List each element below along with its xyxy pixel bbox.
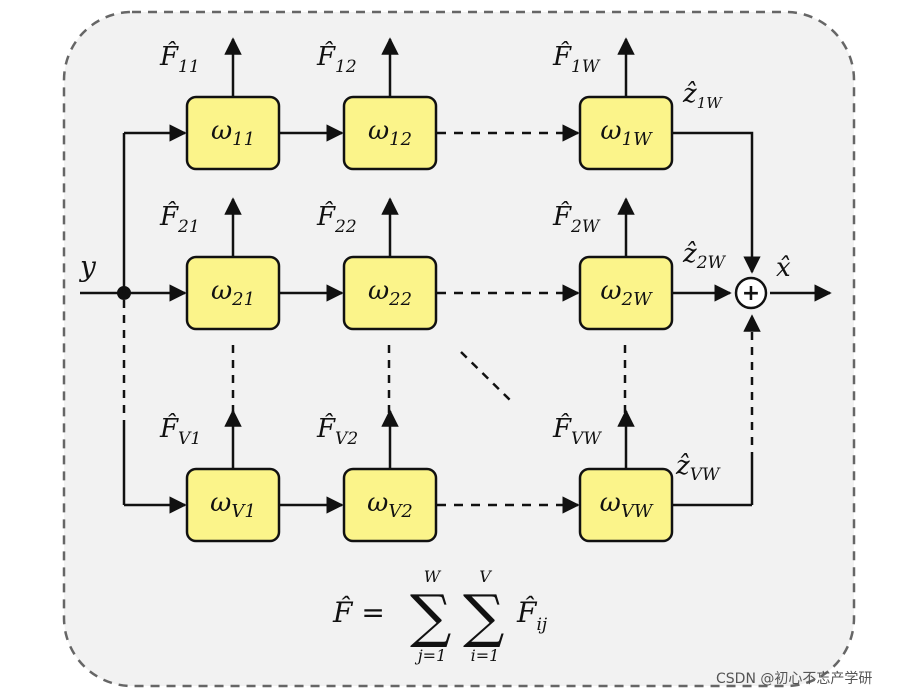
blocks-group: ω11 F̂11 ω12 F̂12 ω1W F̂1W ω21 F̂21 ω22 F̂22 ω2W F̂… [159, 37, 674, 543]
svg-text:F̂ =: F̂ = [332, 596, 385, 629]
svg-text:+: + [742, 281, 760, 306]
f-label-12: F̂12 [316, 41, 357, 77]
svg-text:∑: ∑ [463, 582, 504, 650]
column-dashes [231, 345, 627, 420]
svg-text:ω21: ω21 [211, 276, 255, 310]
f-label-11: F̂11 [159, 41, 200, 77]
f-label-22: F̂22 [316, 201, 357, 237]
svg-text:i=1: i=1 [471, 646, 500, 665]
block-omega-VW: ωVW F̂VW [552, 409, 674, 543]
svg-text:ω1W: ω1W [600, 116, 653, 150]
svg-text:ẑVW: ẑVW [675, 451, 721, 485]
block-omega-V2: ωV2 F̂V2 [316, 409, 438, 543]
formula: F̂ = ∑ W j=1 ∑ V i=1 F̂ij [332, 567, 548, 665]
svg-text:ω11: ω11 [211, 116, 255, 150]
input-label: y [78, 250, 97, 283]
background-panel [62, 10, 856, 688]
block-omega-V1: ωV1 F̂V1 [159, 409, 281, 543]
f-label-VW: F̂VW [552, 413, 602, 449]
svg-text:∑: ∑ [410, 582, 451, 650]
block-omega-11: ω11 F̂11 [159, 37, 281, 171]
f-label-1W: F̂1W [552, 41, 601, 77]
svg-text:ω2W: ω2W [600, 276, 653, 310]
svg-text:j=1: j=1 [415, 646, 447, 665]
svg-text:F̂ij: F̂ij [516, 596, 548, 635]
sum-connections [673, 131, 832, 507]
watermark: CSDN @初心不忘产学研 [716, 670, 872, 687]
svg-text:V: V [479, 567, 492, 586]
z-label-VW: ẑVW [675, 451, 721, 485]
block-omega-12: ω12 F̂12 [316, 37, 438, 171]
block-omega-1W: ω1W F̂1W [552, 37, 674, 171]
z-label-1W: ẑ1W [682, 79, 723, 112]
svg-text:ωVW: ωVW [600, 488, 654, 522]
z-label-2W: ẑ2W [682, 239, 727, 273]
f-label-V2: F̂V2 [316, 413, 358, 449]
f-label-21: F̂21 [159, 201, 200, 237]
block-omega-22: ω22 F̂22 [316, 197, 438, 331]
block-omega-21: ω21 F̂21 [159, 197, 281, 331]
svg-text:ωV2: ωV2 [367, 488, 413, 522]
svg-text:ẑ2W: ẑ2W [682, 239, 727, 273]
f-label-V1: F̂V1 [159, 413, 201, 449]
f-label-2W: F̂2W [552, 201, 601, 237]
summing-junction: + [734, 276, 768, 310]
svg-text:W: W [424, 567, 442, 586]
output-label: x̂ [776, 253, 791, 283]
svg-text:ωV1: ωV1 [210, 488, 256, 522]
svg-text:ω22: ω22 [368, 276, 412, 310]
svg-text:ẑ1W: ẑ1W [682, 79, 723, 112]
row-connections [280, 124, 580, 514]
svg-text:ω12: ω12 [368, 116, 412, 150]
block-omega-2W: ω2W F̂2W [552, 197, 674, 331]
